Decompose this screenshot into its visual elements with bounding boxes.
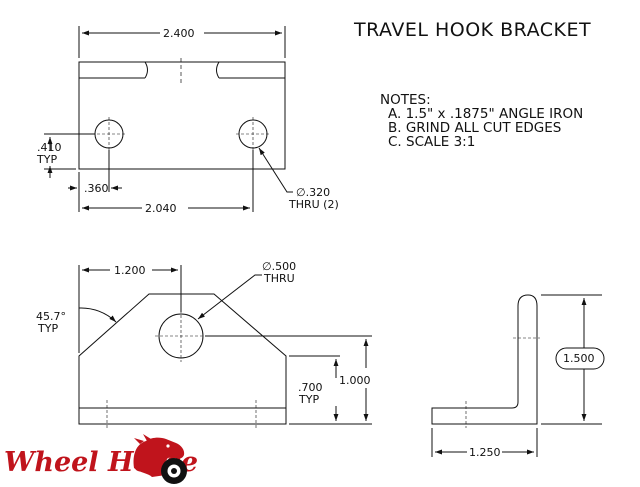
wheel-horse-logo: Wheel Horse xyxy=(4,434,198,484)
dim-hole-spacing: 2.040 xyxy=(145,202,177,215)
note-item-a: A. 1.5" x .1875" ANGLE IRON xyxy=(388,106,583,122)
dim-hole-height: .410 xyxy=(37,141,62,154)
dim-angle: 45.7° xyxy=(36,310,66,323)
front-view xyxy=(78,265,372,428)
tractor-wheel-icon xyxy=(161,458,187,484)
dim-overall-width: 2.400 xyxy=(163,27,195,40)
side-view-outline xyxy=(431,294,538,425)
top-view xyxy=(44,26,293,212)
notes-block: NOTES: A. 1.5" x .1875" ANGLE IRON B. GR… xyxy=(380,92,583,150)
top-hole-thru: THRU (2) xyxy=(288,198,339,211)
top-view-outline xyxy=(78,61,286,170)
dim-angle-suffix: TYP xyxy=(37,322,58,335)
front-hole-diameter: ∅.500 xyxy=(262,260,296,273)
drawing-title: TRAVEL HOOK BRACKET xyxy=(353,19,591,41)
front-view-outline xyxy=(78,293,287,425)
front-hole-thru: THRU xyxy=(263,272,295,285)
dim-hole-height-front: 1.000 xyxy=(339,374,371,387)
notes-heading: NOTES: xyxy=(380,92,431,108)
side-view xyxy=(431,294,605,457)
dim-hole-height-suffix: TYP xyxy=(36,153,57,166)
horse-head-icon xyxy=(133,434,185,477)
dim-edge-height-suffix: TYP xyxy=(298,393,319,406)
dim-leg-height: 1.500 xyxy=(563,352,595,365)
note-item-c: C. SCALE 3:1 xyxy=(388,134,475,150)
dim-leg-width: 1.250 xyxy=(469,446,501,459)
top-hole-diameter: ∅.320 xyxy=(296,186,330,199)
dim-hole-center-x: 1.200 xyxy=(114,264,146,277)
note-item-b: B. GRIND ALL CUT EDGES xyxy=(388,120,561,136)
leg-height-box xyxy=(555,347,605,370)
dim-edge-height: .700 xyxy=(298,381,323,394)
dim-hole-edge-offset: .360 xyxy=(84,182,109,195)
